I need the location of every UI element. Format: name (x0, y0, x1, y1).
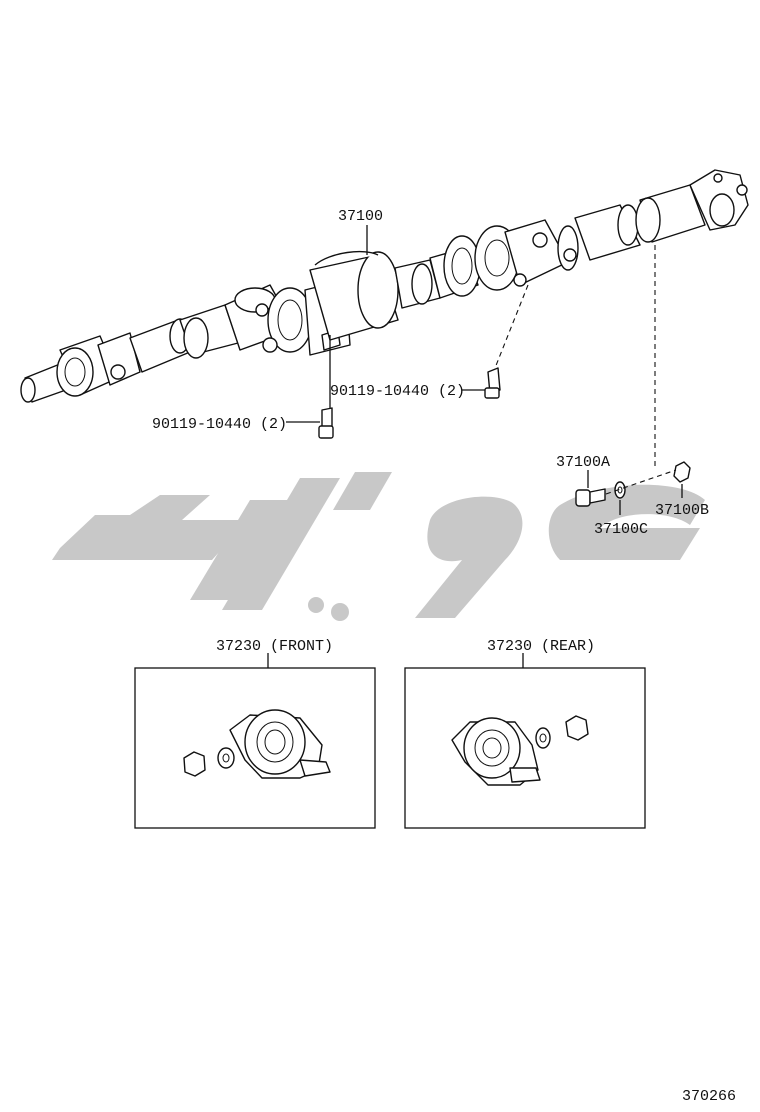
propeller-shaft-assembly (20, 169, 749, 403)
rear-center-bearing-box: 37230 (REAR) (404, 638, 646, 829)
label-front: 37230 (FRONT) (216, 638, 333, 655)
label-37100b: 37100B (655, 502, 709, 519)
label-bolt-upper: 90119-10440 (2) (330, 383, 465, 400)
label-37100: 37100 (338, 208, 383, 225)
front-center-bearing-box: 37230 (FRONT) (134, 638, 376, 829)
bolt-lower (318, 407, 334, 439)
bolt-37100a (575, 488, 606, 507)
nut-37100b (673, 461, 691, 483)
leader-lines (286, 225, 683, 515)
diagram-number: 370266 (682, 1088, 736, 1105)
label-37100a: 37100A (556, 454, 610, 471)
label-37100c: 37100C (594, 521, 648, 538)
label-bolt-lower: 90119-10440 (2) (152, 416, 287, 433)
label-rear: 37230 (REAR) (487, 638, 595, 655)
watermark-logo (52, 472, 705, 621)
bolt-upper (484, 367, 501, 399)
